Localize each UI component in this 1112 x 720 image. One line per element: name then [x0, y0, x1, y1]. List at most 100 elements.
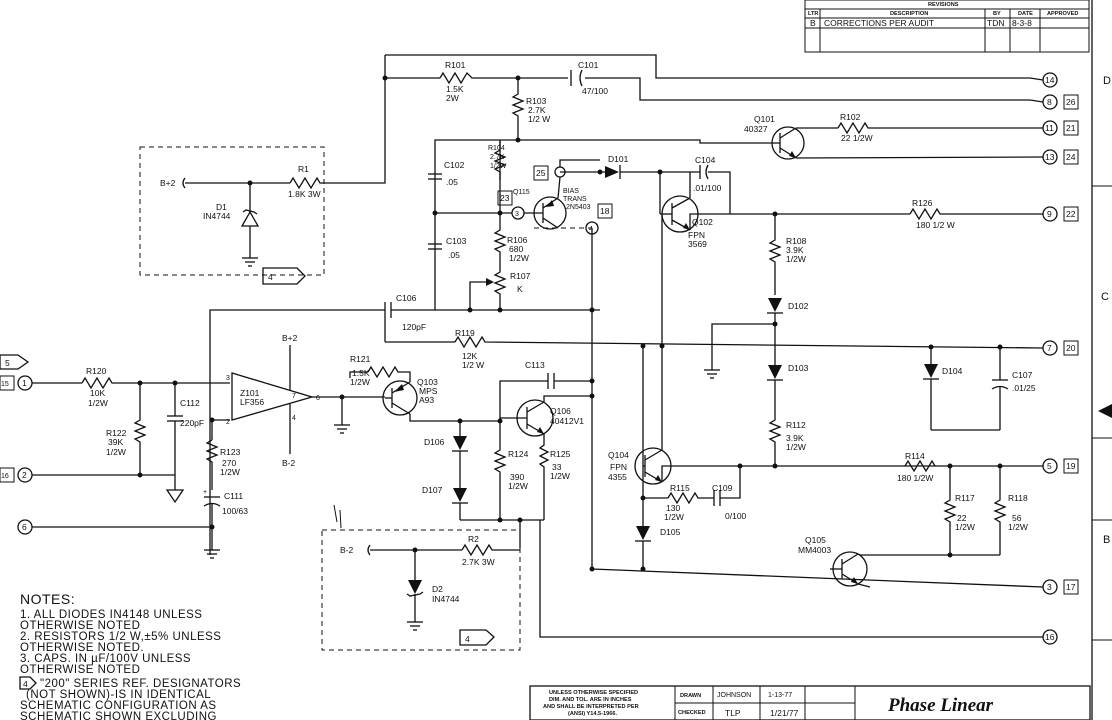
r123-rating: 1/2W — [220, 467, 240, 477]
c106-value: 120pF — [402, 322, 426, 332]
drawn-label: DRAWN — [680, 693, 701, 699]
r121-rating: 1/2W — [350, 377, 370, 387]
d104-diode — [923, 347, 939, 430]
ground-input — [204, 549, 220, 559]
c112-label: C112 — [180, 398, 200, 408]
output-node-8: 8 26 — [1042, 94, 1079, 110]
note-4d: SCHEMATIC SHOWN EXCLUDING — [20, 711, 217, 720]
rev-by: TDN — [987, 18, 1004, 28]
r101-value: 1.5K — [446, 84, 464, 94]
output-node-3: 3 17 — [1042, 579, 1079, 595]
d103-diode — [767, 365, 783, 381]
r122-resistor — [133, 383, 147, 475]
q105-transistor — [830, 551, 868, 587]
c111-value: 100/63 — [222, 506, 248, 516]
r120-value: 10K — [90, 388, 105, 398]
r121-label: R121 — [350, 354, 371, 364]
note-2b: OTHERWISE NOTED. — [20, 642, 144, 654]
rev-ltr: B — [810, 18, 816, 28]
z101-opamp: 3 2 6 7 4 — [226, 372, 320, 426]
r117-resistor — [943, 466, 957, 555]
svg-text:13: 13 — [1045, 152, 1055, 162]
z101-part: LF356 — [240, 397, 264, 407]
d101-diode — [605, 165, 621, 179]
rev-header-description: DESCRIPTION — [890, 11, 928, 17]
c111-capacitor — [203, 496, 221, 550]
output-node-13: 13 24 — [1042, 149, 1079, 165]
rev-date: 8-3-8 — [1012, 18, 1032, 28]
r119-resistor — [454, 335, 1044, 349]
d105-diode — [635, 498, 651, 569]
d106-diode — [452, 421, 468, 452]
drawn-by: JOHNSON — [717, 692, 751, 699]
b-minus-regulator-box — [321, 529, 521, 651]
r124-rating: 1/2W — [508, 481, 528, 491]
c106-capacitor — [384, 302, 392, 318]
drawn-date: 1-13-77 — [768, 692, 792, 699]
q106-part: 40412V1 — [550, 416, 584, 426]
pen-mark — [333, 504, 342, 529]
spec-line-3: AND SHALL BE INTERPRETED PER — [543, 704, 639, 710]
c101-value: 47/100 — [582, 86, 608, 96]
r112-label: R112 — [786, 420, 806, 430]
output-node-9: 9 22 — [1042, 206, 1079, 222]
r120-resistor — [81, 376, 230, 390]
d102-label: D102 — [788, 301, 809, 311]
c103-capacitor — [428, 243, 442, 250]
svg-text:4: 4 — [465, 634, 470, 644]
r117-rating: 1/2W — [955, 522, 975, 532]
svg-text:4: 4 — [292, 415, 296, 422]
q115-bias: BIAS — [563, 188, 579, 195]
q106-transistor — [500, 399, 554, 437]
rev-header-ltr: LTR — [808, 11, 818, 17]
r101-resistor — [439, 71, 475, 85]
opamp-bplus: B+2 — [282, 333, 298, 343]
q103-label: Q103 — [417, 377, 438, 387]
d1-label: D1 — [216, 202, 227, 212]
r103-resistor — [511, 78, 525, 140]
c107-label: C107 — [1012, 370, 1033, 380]
c102-label: C102 — [444, 160, 465, 170]
svg-text:7: 7 — [292, 393, 296, 400]
q115-transistor — [524, 196, 567, 230]
q104-label: Q104 — [608, 450, 629, 460]
company-logo: Phase Linear — [887, 695, 994, 716]
r102-resistor — [837, 121, 1043, 135]
r125-label: R125 — [550, 449, 571, 459]
r118-value: 56 — [1012, 513, 1022, 523]
svg-text:7: 7 — [1047, 343, 1052, 353]
spec-line-4: (ANSI) Y14.5-1966. — [568, 711, 617, 717]
c111-label: C111 — [224, 491, 243, 501]
output-node-5: 5 19 — [1042, 458, 1079, 474]
svg-text:8: 8 — [1047, 97, 1052, 107]
checked-label: CHECKED — [678, 710, 706, 716]
c106-label: C106 — [396, 293, 417, 303]
rev-header-date: DATE — [1018, 11, 1033, 17]
b-plus-regulator-box — [139, 146, 325, 276]
q101-label: Q101 — [754, 114, 775, 124]
r115-label: R115 — [670, 483, 690, 493]
r124-resistor — [493, 421, 507, 520]
node-23: 23 — [500, 193, 510, 203]
notes-title: NOTES: — [20, 591, 75, 607]
r121-resistor — [367, 365, 411, 382]
svg-text:6: 6 — [316, 395, 320, 402]
svg-text:4: 4 — [268, 272, 273, 282]
r123-label: R123 — [220, 447, 241, 457]
r2-value: 2.7K 3W — [462, 557, 495, 567]
b-minus-label: B-2 — [340, 545, 354, 555]
c104-value: .01/100 — [693, 183, 722, 193]
svg-text:21: 21 — [1066, 123, 1076, 133]
r114-label: R114 — [905, 451, 925, 461]
r124-label: R124 — [508, 449, 529, 459]
r122-value: 39K — [108, 437, 123, 447]
c104-label: C104 — [695, 155, 716, 165]
d101-label: D101 — [608, 154, 629, 164]
svg-text:2: 2 — [22, 470, 27, 480]
border-arrow-icon — [1098, 404, 1112, 418]
d1-zener-diode — [240, 183, 260, 267]
r106-label: R106 — [507, 235, 528, 245]
revisions-table: REVISIONS LTR DESCRIPTION BY DATE APPROV… — [804, 0, 1090, 53]
